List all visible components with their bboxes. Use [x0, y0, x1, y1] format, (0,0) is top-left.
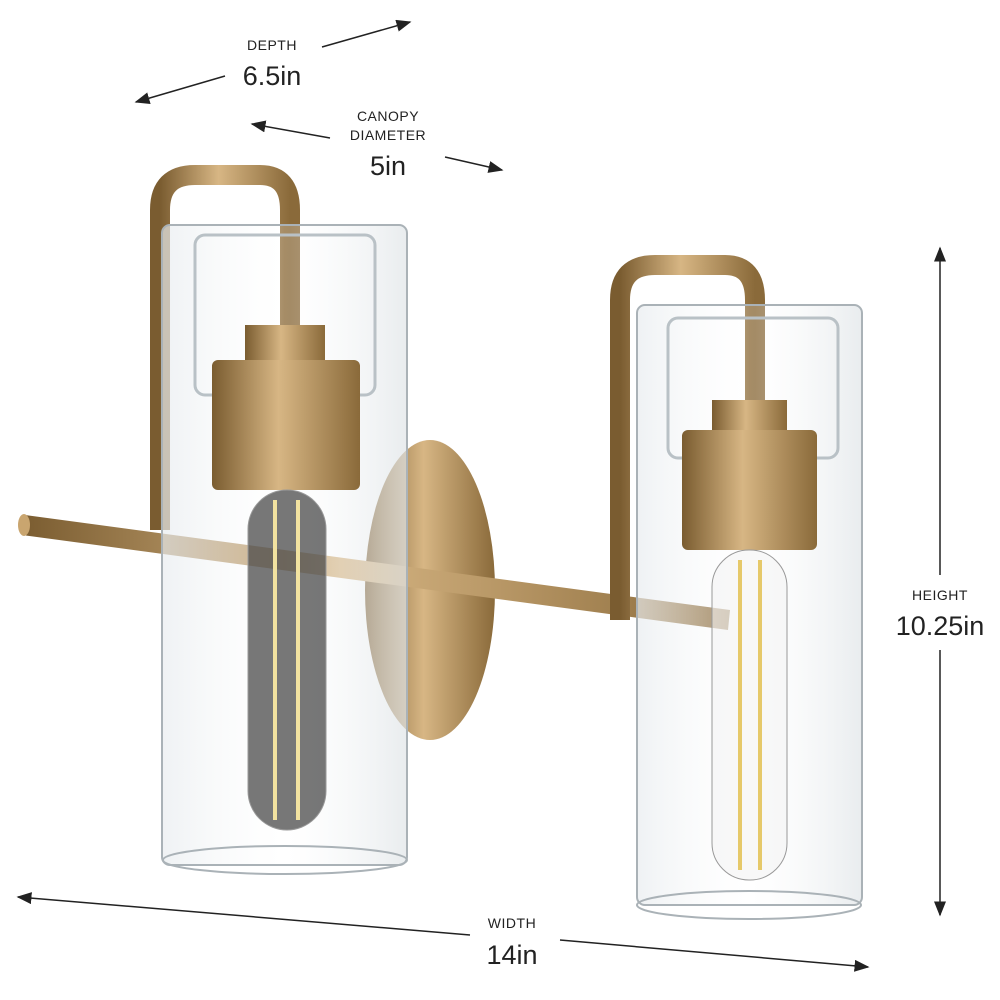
width-arrow: [16, 892, 870, 972]
depth-arrow: [134, 19, 412, 104]
right-lamp: [610, 255, 863, 920]
canopy-label-line1: CANOPY: [356, 108, 420, 124]
height-label: HEIGHT: [912, 587, 968, 603]
depth-label: DEPTH: [247, 37, 297, 53]
width-value: 14in: [486, 940, 538, 970]
canopy-arrow: [250, 120, 504, 173]
canopy-label-line2: DIAMETER: [349, 127, 427, 143]
height-value: 10.25in: [895, 611, 985, 641]
canopy-value: 5in: [369, 151, 407, 181]
depth-value: 6.5in: [242, 61, 302, 91]
width-label: WIDTH: [487, 915, 537, 931]
left-lamp: [150, 165, 408, 875]
